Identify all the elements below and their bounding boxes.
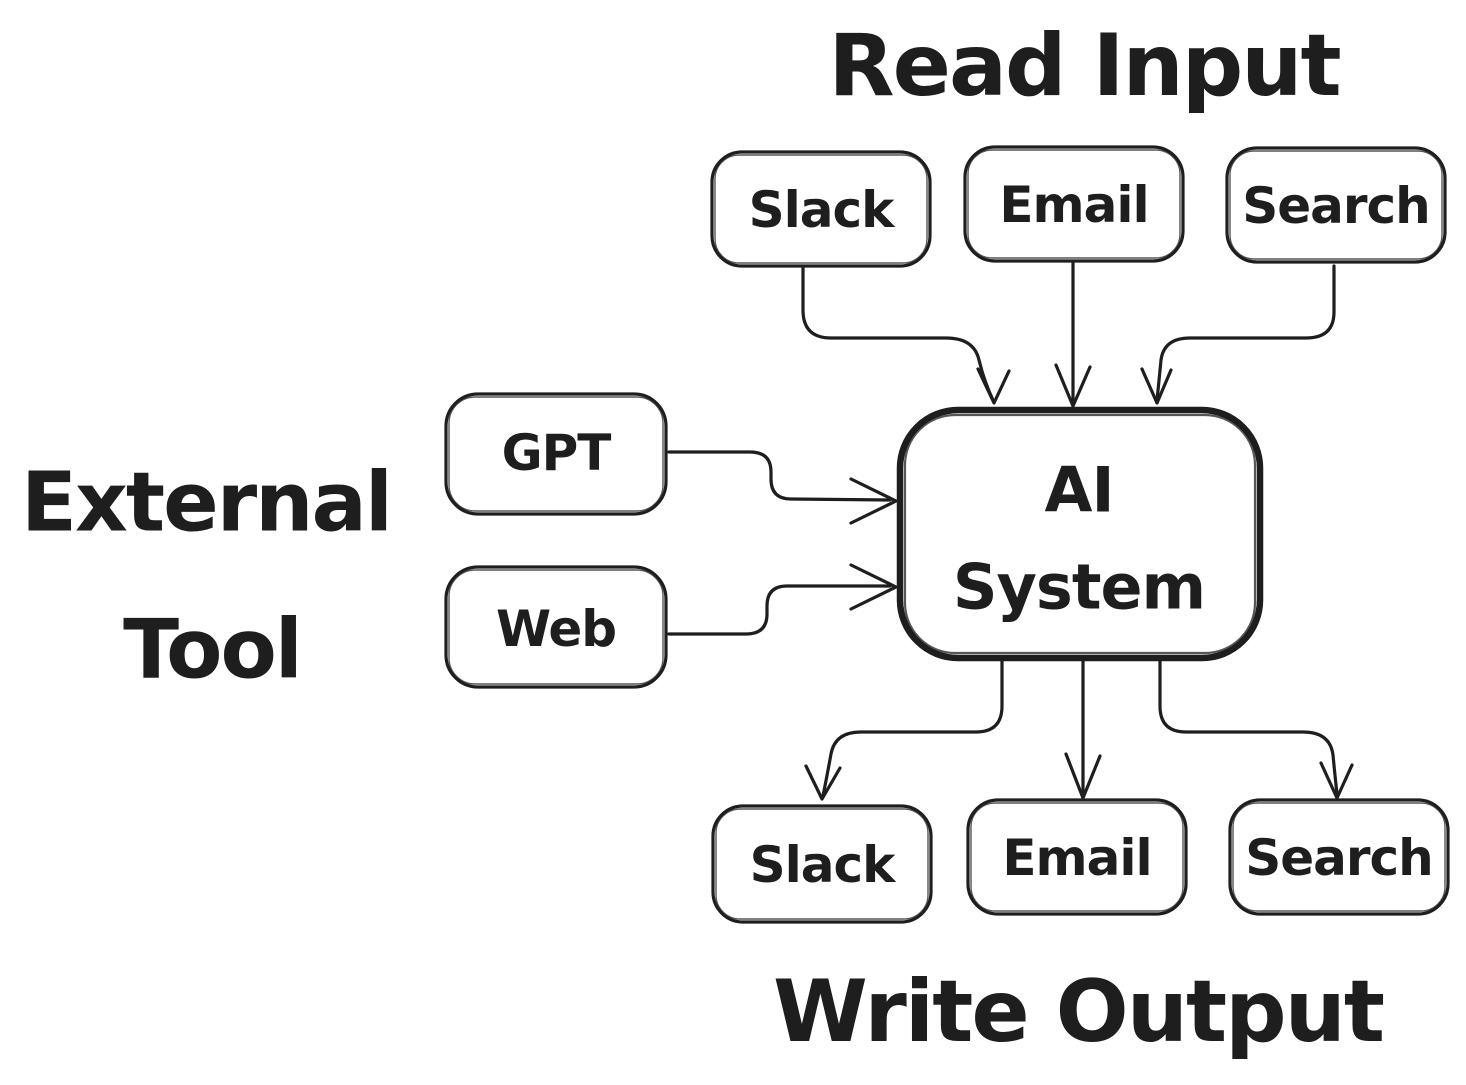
node-output-email: Email	[966, 798, 1188, 916]
node-ai-system-label-line1: AI	[1044, 454, 1113, 527]
arrowhead-down-icon	[976, 367, 1011, 405]
node-input-search: Search	[1225, 146, 1447, 264]
node-gpt-label: GPT	[502, 424, 612, 482]
arrow-ai-to-output-search	[1158, 659, 1354, 800]
arrowhead-down-icon	[1319, 761, 1354, 800]
node-web-label: Web	[496, 600, 616, 658]
node-output-slack: Slack	[711, 804, 933, 924]
read-input-title: Read Input	[828, 16, 1340, 116]
arrowhead-right-icon	[849, 563, 898, 611]
node-input-slack-label: Slack	[749, 181, 897, 239]
arrowhead-down-icon	[1064, 752, 1102, 800]
node-ai-system-label-line2: System	[953, 551, 1205, 624]
arrow-ai-to-output-slack	[804, 659, 1004, 801]
write-output-title: Write Output	[773, 962, 1384, 1062]
external-tool-title-line2: Tool	[123, 603, 301, 698]
arrow-web-to-ai	[667, 563, 898, 636]
node-input-search-label: Search	[1242, 177, 1430, 235]
arrowhead-down-icon	[1054, 363, 1092, 408]
external-tool-title-line1: External	[21, 456, 391, 551]
node-input-email: Email	[963, 145, 1185, 263]
node-output-search-label: Search	[1245, 829, 1433, 887]
arrowhead-right-icon	[849, 477, 898, 525]
arrow-input-slack-to-ai	[801, 265, 1011, 405]
node-output-slack-label: Slack	[750, 836, 898, 894]
node-gpt: GPT	[444, 392, 668, 516]
arrow-input-search-to-ai	[1140, 264, 1336, 405]
arrow-ai-to-output-email	[1064, 659, 1102, 800]
node-output-email-label: Email	[1002, 829, 1151, 887]
node-ai-system: AI System	[896, 406, 1264, 662]
node-input-slack: Slack	[710, 150, 932, 268]
arrow-input-email-to-ai	[1054, 261, 1092, 408]
node-output-search: Search	[1228, 798, 1450, 916]
arrowhead-down-icon	[1140, 367, 1173, 405]
arrowhead-down-icon	[804, 764, 842, 801]
arrow-gpt-to-ai	[667, 450, 898, 525]
node-web: Web	[444, 565, 668, 689]
node-input-email-label: Email	[999, 176, 1148, 234]
